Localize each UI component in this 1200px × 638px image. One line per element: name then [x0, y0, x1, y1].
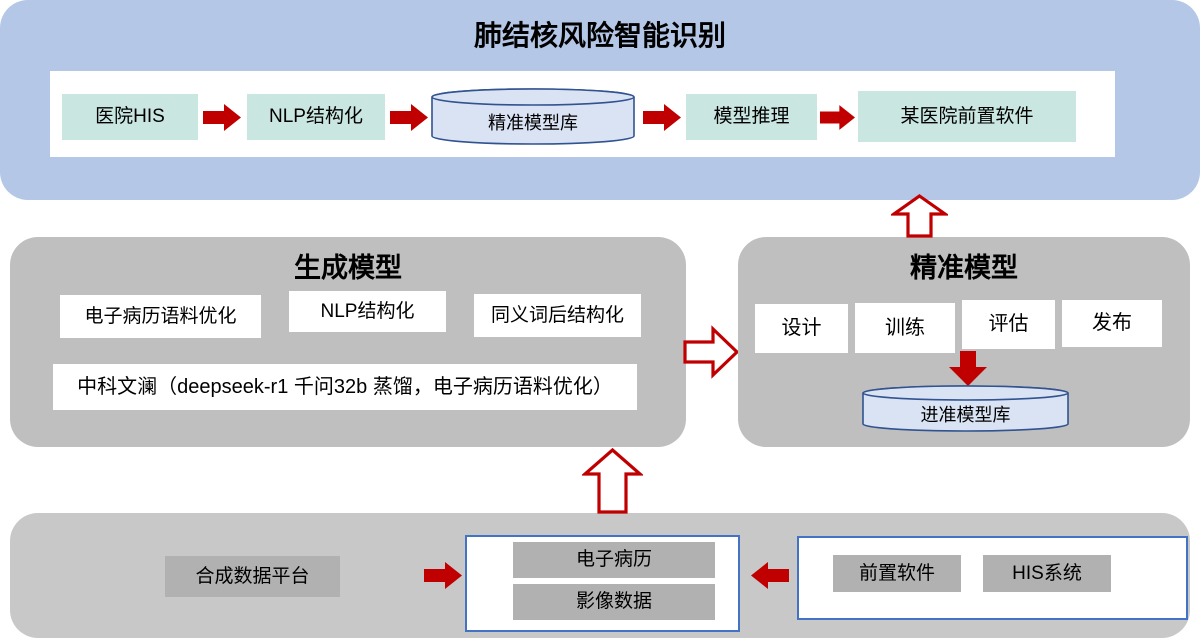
step-release: 发布 [1062, 300, 1162, 347]
node-nlp-structuring-top: NLP结构化 [247, 94, 385, 140]
flow-arrow-right-icon [643, 104, 681, 131]
box-synonym-post-structuring: 同义词后结构化 [474, 294, 641, 337]
node-hospital-his: 医院HIS [62, 94, 198, 140]
precision-panel-title: 精准模型 [910, 253, 1018, 283]
node-hospital-front-software: 某医院前置软件 [858, 91, 1076, 142]
panel-generation-model [10, 237, 686, 447]
box-his-system: HIS系统 [983, 555, 1111, 592]
cylinder-model-store: 进准模型库 [861, 384, 1070, 433]
flow-arrow-right-icon [203, 104, 241, 131]
diagram-title: 肺结核风险智能识别 [473, 20, 726, 51]
database-cylinder-icon [431, 88, 635, 145]
cylinder-precision-model-store: 精准模型库 [430, 87, 636, 146]
step-training: 训练 [855, 303, 955, 353]
box-emr-corpus-optimization: 电子病历语料优化 [60, 295, 261, 338]
box-front-software: 前置软件 [833, 555, 961, 592]
node-model-inference: 模型推理 [686, 94, 817, 140]
flow-arrow-down-icon [949, 351, 987, 386]
cylinder-label: 精准模型库 [488, 112, 578, 133]
box-zhongke-wenlan-model: 中科文澜（deepseek-r1 千问32b 蒸馏，电子病历语料优化） [53, 364, 637, 410]
block-arrow-up-icon [891, 194, 948, 238]
flow-arrow-right-icon [424, 562, 462, 589]
cylinder-label: 进准模型库 [920, 404, 1011, 425]
block-arrow-up-icon [582, 448, 643, 514]
box-imaging-data: 影像数据 [513, 584, 715, 620]
block-arrow-right-icon [683, 325, 739, 379]
database-cylinder-icon [862, 385, 1069, 432]
flow-arrow-right-icon [390, 104, 428, 131]
flow-arrow-left-icon [751, 562, 789, 589]
step-design: 设计 [755, 304, 848, 353]
box-nlp-structuring: NLP结构化 [289, 291, 446, 332]
step-evaluation: 评估 [962, 300, 1055, 349]
flow-arrow-right-icon [820, 105, 855, 130]
generation-panel-title: 生成模型 [294, 253, 402, 283]
box-synthetic-data-platform: 合成数据平台 [165, 556, 340, 597]
box-electronic-medical-records: 电子病历 [513, 542, 715, 578]
